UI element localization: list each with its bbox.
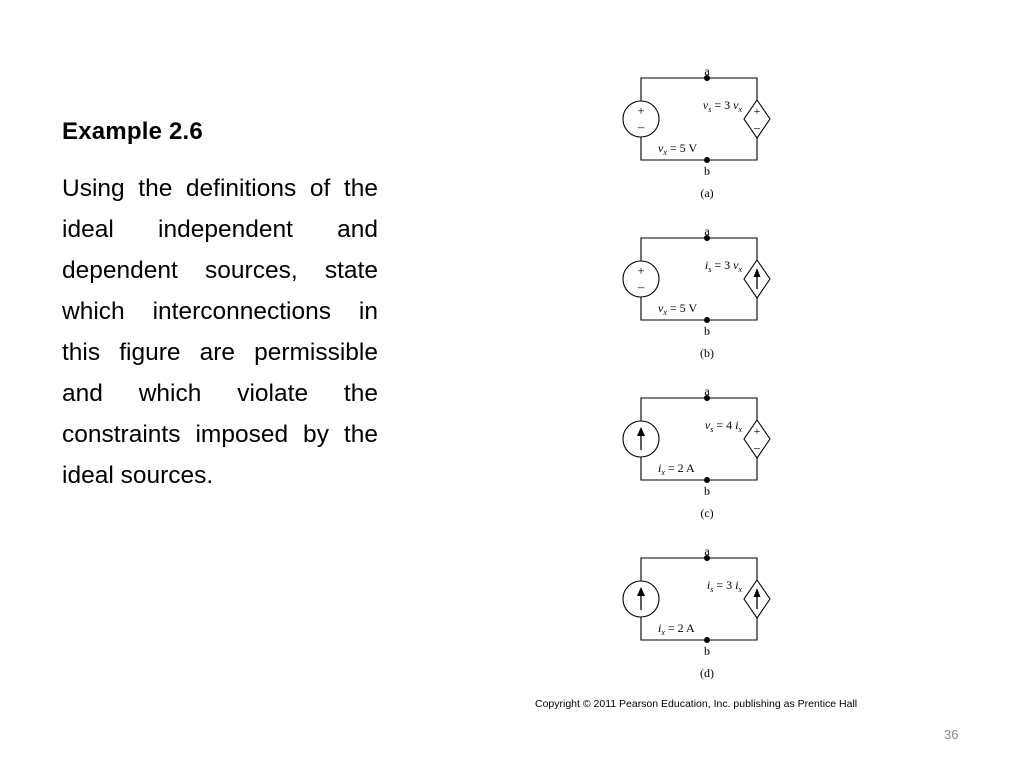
dependent-source-value: vs = 4 ix — [705, 418, 743, 434]
independent-source-value: ix = 2 A — [658, 461, 695, 477]
bottom-wire — [640, 137, 758, 161]
node-b-dot — [704, 477, 710, 483]
independent-source-symbol — [622, 100, 660, 138]
node-a-dot — [704, 555, 710, 561]
node-a-label: a — [704, 384, 710, 398]
node-b-label: b — [704, 324, 710, 338]
node-a-dot — [704, 75, 710, 81]
circuit-caption: (a) — [700, 186, 713, 200]
bottom-wire — [640, 457, 758, 481]
dependent-source-value: is = 3 vx — [705, 258, 743, 274]
node-a-dot — [704, 235, 710, 241]
node-b-dot — [704, 637, 710, 643]
top-wire — [640, 237, 758, 261]
node-b-label: b — [704, 644, 710, 658]
top-wire — [640, 77, 758, 101]
plus-sign: + — [754, 424, 761, 438]
current-arrow-head — [637, 427, 645, 436]
independent-source-value: ix = 2 A — [658, 621, 695, 637]
dependent-source-value: is = 3 ix — [707, 578, 743, 594]
node-b-label: b — [704, 484, 710, 498]
plus-sign: + — [637, 263, 644, 278]
dependent-source-symbol — [743, 419, 771, 459]
circuit-d: a b ix = 2 A is = 3 ix (d) — [622, 544, 771, 680]
dependent-source-symbol — [743, 99, 771, 139]
circuit-b: a b +–vx = 5 V is = 3 vx (b) — [622, 224, 771, 360]
bottom-wire — [640, 617, 758, 641]
current-arrow-head — [753, 588, 761, 597]
node-a-label: a — [704, 64, 710, 78]
top-wire — [640, 397, 758, 421]
circuit-caption: (b) — [700, 346, 714, 360]
minus-sign: – — [753, 440, 761, 454]
circuit-caption: (d) — [700, 666, 714, 680]
independent-source-symbol — [622, 260, 660, 298]
minus-sign: – — [753, 120, 761, 134]
plus-sign: + — [754, 104, 761, 118]
slide-heading: Example 2.6 — [62, 118, 203, 145]
independent-source-value: vx = 5 V — [658, 301, 697, 317]
circuit-diagrams: ab+–+–vx = 5 Vvs = 3 vx(a)ab+–vx = 5 Vis… — [622, 64, 771, 680]
slide-body-text: Using the definitions of the ideal indep… — [62, 175, 378, 489]
independent-source-value: vx = 5 V — [658, 141, 697, 157]
node-a-dot — [704, 395, 710, 401]
minus-sign: – — [637, 279, 645, 294]
copyright-notice: Copyright © 2011 Pearson Education, Inc.… — [535, 698, 858, 710]
circuit-c: a b + – ix = 2 A vs = 4 ix (c) — [622, 384, 771, 520]
slide-number: 36 — [944, 727, 959, 742]
plus-sign: + — [637, 103, 644, 118]
dependent-source-value: vs = 3 vx — [703, 98, 743, 114]
current-arrow-head — [637, 587, 645, 596]
node-a-label: a — [704, 224, 710, 238]
circuit-caption: (c) — [700, 506, 713, 520]
minus-sign: – — [637, 119, 645, 134]
node-a-label: a — [704, 544, 710, 558]
node-b-label: b — [704, 164, 710, 178]
node-b-dot — [704, 317, 710, 323]
bottom-wire — [640, 297, 758, 321]
circuit-a: ab+–+–vx = 5 Vvs = 3 vx(a) — [622, 64, 771, 200]
current-arrow-head — [753, 268, 761, 277]
top-wire — [640, 557, 758, 581]
node-b-dot — [704, 157, 710, 163]
